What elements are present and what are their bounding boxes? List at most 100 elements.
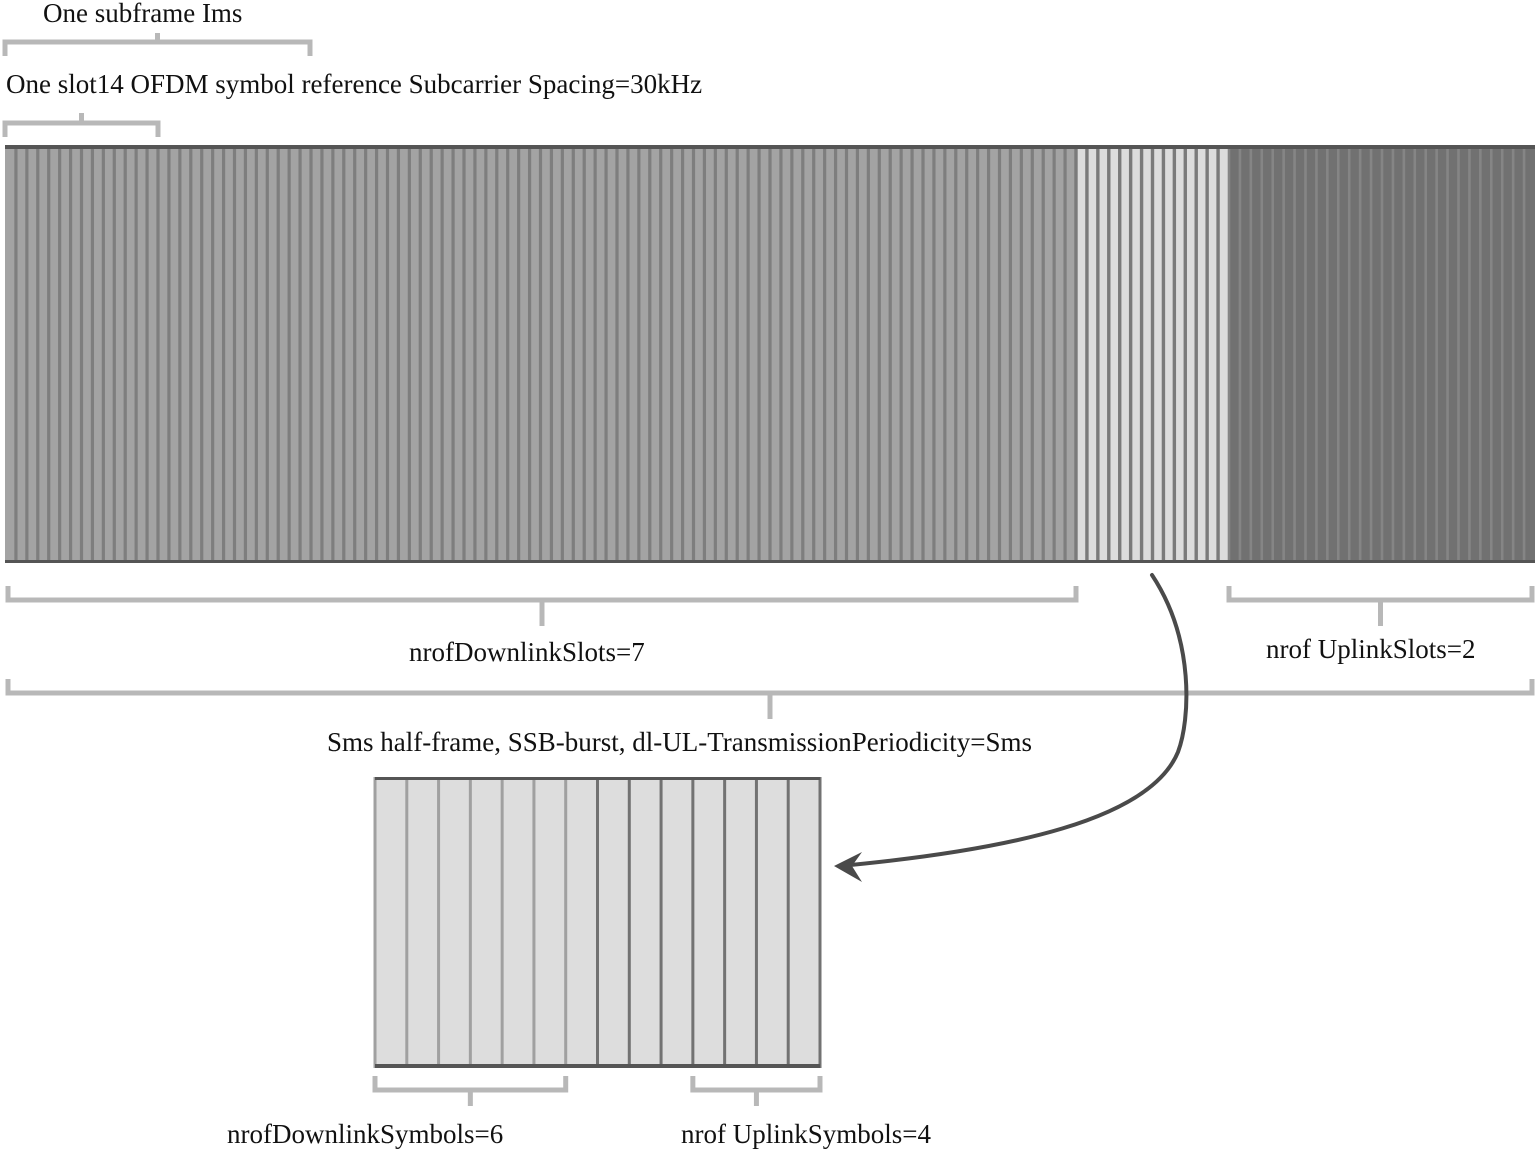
symbol-divider <box>1008 145 1013 563</box>
symbol-divider <box>517 145 521 563</box>
symbol-divider <box>418 145 422 563</box>
symbol-divider <box>1107 145 1111 563</box>
symbol-divider <box>14 145 18 563</box>
detail-top-edge <box>375 777 820 780</box>
slot-label: One slot14 OFDM symbol reference Subcarr… <box>6 69 703 99</box>
symbol-divider <box>1249 145 1253 563</box>
symbol-divider <box>746 145 750 563</box>
symbol-divider <box>1139 145 1144 563</box>
symbol-divider <box>571 145 575 563</box>
symbol-divider <box>954 145 958 563</box>
symbol-divider <box>582 145 586 563</box>
symbol-divider <box>429 145 433 563</box>
symbol-divider <box>287 145 291 563</box>
detail-symbol-divider <box>691 777 695 1068</box>
symbol-divider <box>735 145 739 563</box>
symbol-divider <box>976 145 980 563</box>
symbol-divider <box>462 145 466 563</box>
symbol-divider <box>538 145 543 563</box>
symbol-divider <box>232 145 237 563</box>
symbol-divider <box>79 145 84 563</box>
symbol-divider <box>943 145 947 563</box>
symbol-divider <box>495 145 499 563</box>
symbol-divider <box>1369 145 1373 563</box>
bar-top-edge <box>5 145 1535 149</box>
symbol-divider <box>440 145 444 563</box>
symbol-divider <box>801 145 805 563</box>
half-frame-bracket <box>5 679 1535 719</box>
symbol-divider <box>1457 145 1460 563</box>
symbol-divider <box>47 145 51 563</box>
symbol-divider <box>1315 145 1318 563</box>
subframe-bracket <box>2 33 313 56</box>
symbol-divider <box>779 145 783 563</box>
symbol-divider <box>58 145 62 563</box>
symbol-divider <box>1402 145 1406 563</box>
symbol-divider <box>484 145 488 563</box>
symbol-divider <box>1304 145 1307 563</box>
symbol-divider <box>615 145 619 563</box>
symbol-divider <box>1391 145 1395 563</box>
symbol-divider <box>1358 145 1362 563</box>
symbol-divider <box>713 145 717 563</box>
symbol-divider <box>309 145 313 563</box>
detail-symbol-divider <box>754 777 758 1068</box>
detail-symbol-divider <box>596 777 599 1068</box>
symbol-divider <box>702 145 707 563</box>
symbol-divider <box>855 145 860 563</box>
zoom-arrow <box>838 573 1189 868</box>
symbol-divider <box>648 145 652 563</box>
symbol-divider <box>134 145 138 563</box>
symbol-divider <box>473 145 477 563</box>
bar-bottom-edge <box>5 560 1535 563</box>
subframe-label: One subframe Ims <box>43 0 243 28</box>
symbol-divider <box>833 145 838 563</box>
detail-symbol-divider <box>786 777 790 1068</box>
symbol-divider <box>899 145 903 563</box>
symbol-divider <box>506 145 510 563</box>
symbol-divider <box>1041 145 1045 563</box>
symbol-divider <box>1161 145 1166 563</box>
symbol-divider <box>1380 145 1384 563</box>
symbol-divider <box>25 145 29 563</box>
symbol-divider <box>527 145 532 563</box>
symbol-divider <box>342 145 346 563</box>
symbol-divider <box>965 145 969 563</box>
symbol-divider <box>396 145 401 563</box>
symbol-divider <box>1183 145 1187 563</box>
symbol-divider <box>549 145 554 563</box>
symbol-divider <box>680 145 685 563</box>
symbol-divider <box>659 145 663 563</box>
half-frame-bar <box>5 145 1535 563</box>
symbol-divider <box>1030 145 1034 563</box>
symbol-divider <box>211 145 215 563</box>
symbol-divider <box>1511 145 1515 563</box>
symbol-divider <box>145 145 149 563</box>
symbol-divider <box>1085 145 1089 563</box>
symbol-divider <box>790 145 794 563</box>
symbol-divider <box>1216 145 1220 563</box>
symbol-divider <box>844 145 849 563</box>
special-slot-detail <box>373 777 822 1068</box>
detail-symbol-divider <box>437 777 441 1068</box>
symbol-divider <box>189 145 193 563</box>
symbol-divider <box>1500 145 1504 563</box>
symbol-divider <box>812 145 816 563</box>
symbol-divider <box>888 145 892 563</box>
symbol-divider <box>200 145 204 563</box>
slot-bracket <box>2 113 161 137</box>
symbol-divider <box>90 145 95 563</box>
symbol-divider <box>178 145 182 563</box>
symbol-divider <box>1413 145 1417 563</box>
symbol-divider <box>691 145 696 563</box>
symbol-divider <box>997 145 1002 563</box>
symbol-divider <box>1128 145 1133 563</box>
symbol-divider <box>265 145 269 563</box>
symbol-divider <box>1096 145 1100 563</box>
downlink-slots-label: nrofDownlinkSlots=7 <box>409 637 645 667</box>
symbol-divider <box>877 145 881 563</box>
symbol-divider <box>823 145 827 563</box>
symbol-divider <box>298 145 302 563</box>
symbol-divider <box>910 145 914 563</box>
symbol-divider <box>670 145 674 563</box>
